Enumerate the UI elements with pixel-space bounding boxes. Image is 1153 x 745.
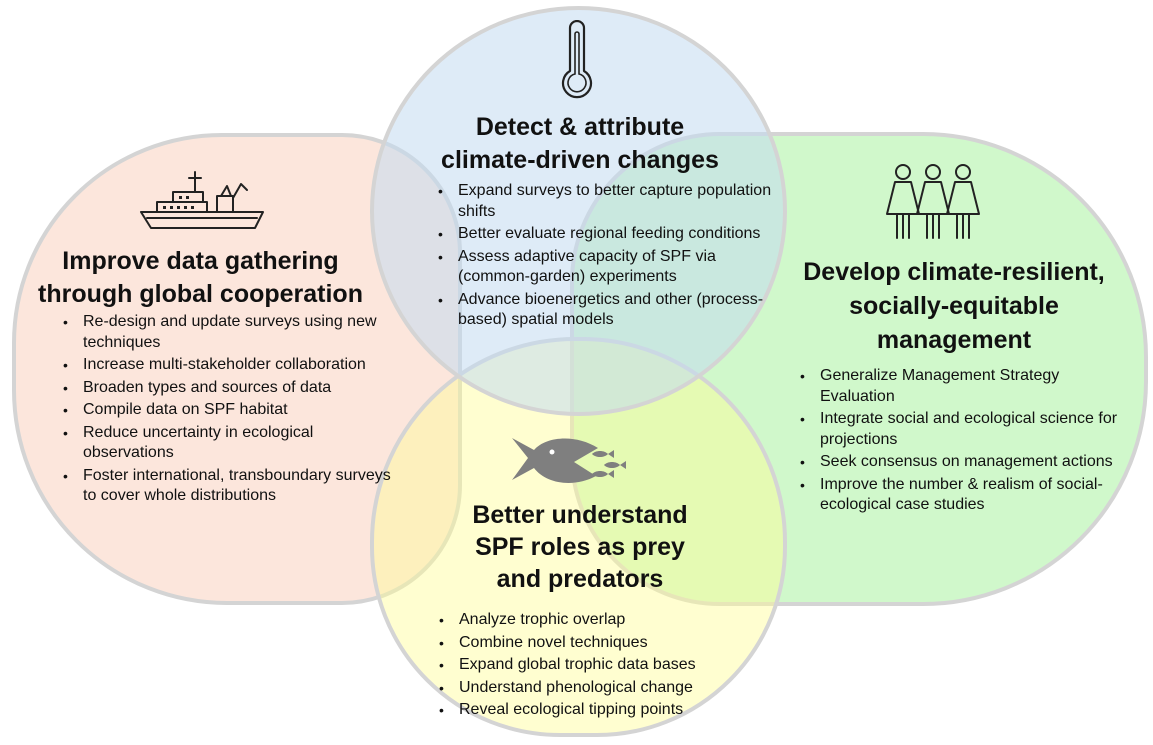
list-item: Integrate social and ecological science … [800,409,1120,450]
management-heading: Develop climate-resilient, socially-equi… [780,256,1128,357]
data-gathering-list: Re-design and update surveys using new t… [61,312,403,509]
list-item: Improve the number & realism of social-e… [800,475,1120,516]
list-item: Foster international, transboundary surv… [63,466,403,507]
heading-line: through global cooperation [38,279,363,308]
list-item: Increase multi-stakeholder collaboration [63,355,403,376]
heading-line: climate-driven changes [441,145,719,174]
list-item: Expand surveys to better capture populat… [438,181,778,222]
list-item: Understand phenological change [439,678,769,699]
list-item: Combine novel techniques [439,633,769,654]
heading-line: Detect & attribute [475,113,685,141]
detect-attribute-heading: Detect & attribute climate-driven change… [380,111,780,176]
heading-line: socially-equitable [849,291,1059,320]
heading-line: Improve data gathering [62,247,339,275]
list-item: Analyze trophic overlap [439,610,769,631]
list-item: Compile data on SPF habitat [63,400,403,421]
list-item: Seek consensus on management actions [800,452,1120,473]
list-item: Broaden types and sources of data [63,378,403,399]
list-item: Re-design and update surveys using new t… [63,312,403,353]
prey-predator-list: Analyze trophic overlap Combine novel te… [437,610,769,723]
detect-attribute-list: Expand surveys to better capture populat… [436,181,778,333]
fish-eating-fish-icon [510,432,632,490]
prey-predator-heading: Better understand SPF roles as prey and … [430,499,730,595]
heading-line: Develop climate-resilient, [803,258,1105,286]
heading-line: management [876,325,1032,354]
list-item: Reduce uncertainty in ecological observa… [63,423,403,464]
heading-line: and predators [496,565,664,593]
thermometer-icon [551,20,603,102]
list-item: Advance bioenergetics and other (process… [438,290,778,331]
data-gathering-heading: Improve data gathering through global co… [18,245,383,310]
list-item: Generalize Management Strategy Evaluatio… [800,366,1120,407]
people-group-icon [886,162,980,242]
list-item: Reveal ecological tipping points [439,700,769,721]
list-item: Expand global trophic data bases [439,655,769,676]
management-list: Generalize Management Strategy Evaluatio… [798,366,1120,518]
heading-line: SPF roles as prey [475,533,685,561]
research-vessel-icon [137,168,267,234]
heading-line: Better understand [472,501,688,529]
list-item: Better evaluate regional feeding conditi… [438,224,778,245]
list-item: Assess adaptive capacity of SPF via (com… [438,247,778,288]
